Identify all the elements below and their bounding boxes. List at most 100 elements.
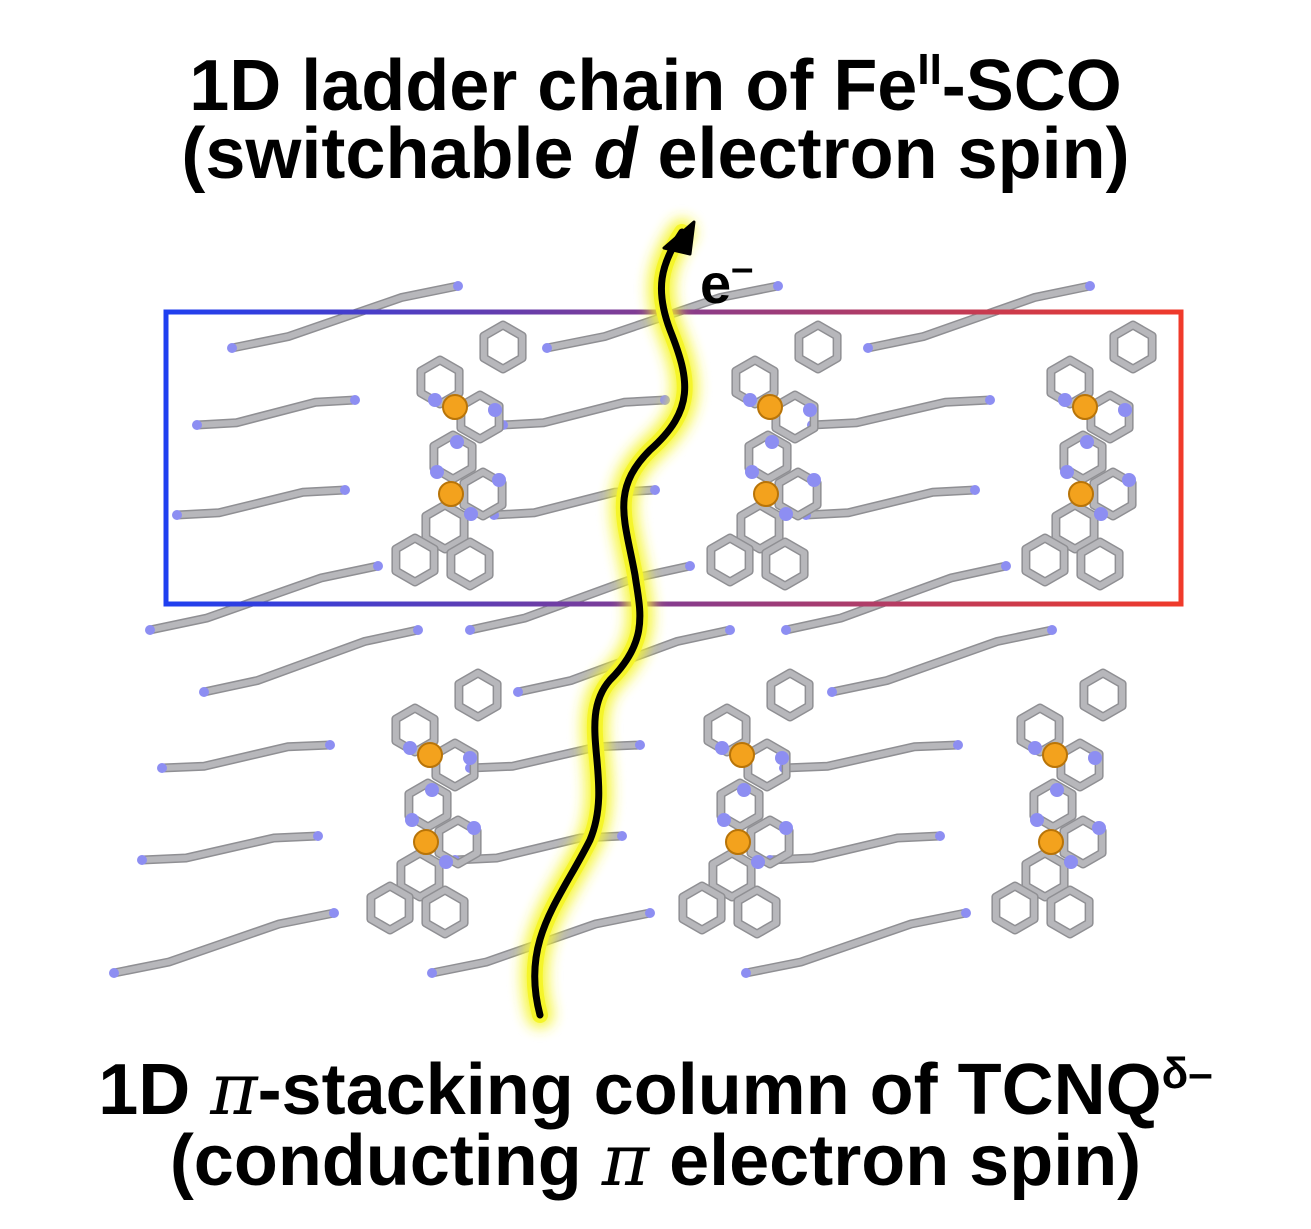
pyridine-ring [1077, 539, 1123, 589]
pyridine-ring [455, 670, 501, 720]
nitrogen-atom [199, 687, 209, 697]
nitrogen-atom [428, 393, 442, 407]
nitrogen-atom [464, 507, 478, 521]
nitrogen-atom [717, 813, 731, 827]
pyridine-ring [1030, 780, 1076, 830]
tcnq-molecule [783, 563, 1009, 633]
nitrogen-atom [775, 751, 789, 765]
iron-atom [757, 394, 783, 420]
title-line-1: 1D ladder chain of FeII-SCO [189, 45, 1122, 126]
nitrogen-atom [617, 831, 627, 841]
nitrogen-atom [427, 968, 437, 978]
nitrogen-atom [172, 510, 182, 520]
nitrogen-atom [751, 855, 765, 869]
nitrogen-atom [781, 625, 791, 635]
pyridine-ring [795, 322, 841, 372]
pyridine-ring [1052, 502, 1098, 552]
pyridine-ring [1060, 432, 1106, 482]
tcnq-molecule [500, 397, 668, 428]
pyridine-ring [392, 535, 438, 585]
iron-atom [442, 394, 468, 420]
pyridine-ring [430, 432, 476, 482]
pyridine-ring [762, 539, 808, 589]
iron-atom [753, 481, 779, 507]
nitrogen-atom [961, 908, 971, 918]
nitrogen-atom [1118, 403, 1132, 417]
nitrogen-atom [741, 968, 751, 978]
iron-atom [1042, 742, 1068, 768]
tcnq-molecule [467, 742, 643, 771]
nitrogen-atom [1050, 783, 1064, 797]
pyridine-ring [405, 780, 451, 830]
pyridine-ring [422, 887, 468, 937]
caption-line-2: (conducting π electron spin) [169, 1118, 1142, 1202]
nitrogen-atom [329, 908, 339, 918]
nitrogen-atom [425, 783, 439, 797]
nitrogen-atom [1030, 813, 1044, 827]
nitrogen-atom [1064, 855, 1078, 869]
nitrogen-atom [743, 393, 757, 407]
nitrogen-atom [715, 741, 729, 755]
pyridine-ring [737, 502, 783, 552]
nitrogen-atom [450, 435, 464, 449]
iron-atom [1038, 829, 1064, 855]
nitrogen-atom [109, 968, 119, 978]
nitrogen-atom [863, 343, 873, 353]
iron-atom [413, 829, 439, 855]
tcnq-molecule [174, 487, 348, 518]
caption-line-1: 1D π-stacking column of TCNQδ– [98, 1047, 1213, 1131]
pyridine-ring [717, 780, 763, 830]
nitrogen-atom [827, 687, 837, 697]
iron-atom [729, 742, 755, 768]
nitrogen-atom [403, 741, 417, 755]
iron-atom [1068, 481, 1094, 507]
tcnq-molecule [767, 833, 943, 863]
nitrogen-atom [645, 908, 655, 918]
nitrogen-atom [137, 855, 147, 865]
nitrogen-atom [340, 485, 350, 495]
nitrogen-atom [765, 435, 779, 449]
nitrogen-atom [737, 783, 751, 797]
tcnq-molecule [147, 563, 381, 633]
nitrogen-atom [313, 831, 323, 841]
nitrogen-atom [807, 473, 821, 487]
nitrogen-atom [953, 740, 963, 750]
electron-path-line [531, 228, 689, 1019]
nitrogen-atom [157, 763, 167, 773]
tcnq-molecule [865, 283, 1093, 351]
nitrogen-atom [985, 395, 995, 405]
nitrogen-atom [1047, 625, 1057, 635]
nitrogen-atom [467, 821, 481, 835]
nitrogen-atom [1092, 821, 1106, 835]
tcnq-molecule [467, 563, 693, 633]
pyridine-ring [1110, 322, 1156, 372]
nitrogen-atom [325, 740, 335, 750]
tcnq-molecule [229, 283, 461, 351]
pyridine-ring [709, 850, 755, 900]
tcnq-molecule [159, 742, 333, 771]
pyridine-ring [1080, 670, 1126, 720]
pyridine-ring [745, 432, 791, 482]
tcnq-molecule [194, 397, 358, 428]
title-line-2: (switchable d electron spin) [181, 114, 1130, 194]
pyridine-ring [367, 883, 413, 933]
nitrogen-atom [405, 813, 419, 827]
iron-atom [438, 481, 464, 507]
nitrogen-atom [935, 831, 945, 841]
iron-atom [417, 742, 443, 768]
nitrogen-atom [453, 281, 463, 291]
nitrogen-atom [542, 343, 552, 353]
iron-atom [725, 829, 751, 855]
nitrogen-atom [1122, 473, 1136, 487]
nitrogen-atom [1088, 751, 1102, 765]
nitrogen-atom [488, 403, 502, 417]
nitrogen-atom [192, 420, 202, 430]
pyridine-ring [480, 322, 526, 372]
pyridine-ring [734, 887, 780, 937]
nitrogen-atom [513, 687, 523, 697]
tcnq-molecule [139, 833, 321, 863]
nitrogen-atom [465, 625, 475, 635]
nitrogen-atom [650, 485, 660, 495]
tcnq-molecule [809, 397, 993, 428]
arrowhead-icon [662, 220, 696, 256]
